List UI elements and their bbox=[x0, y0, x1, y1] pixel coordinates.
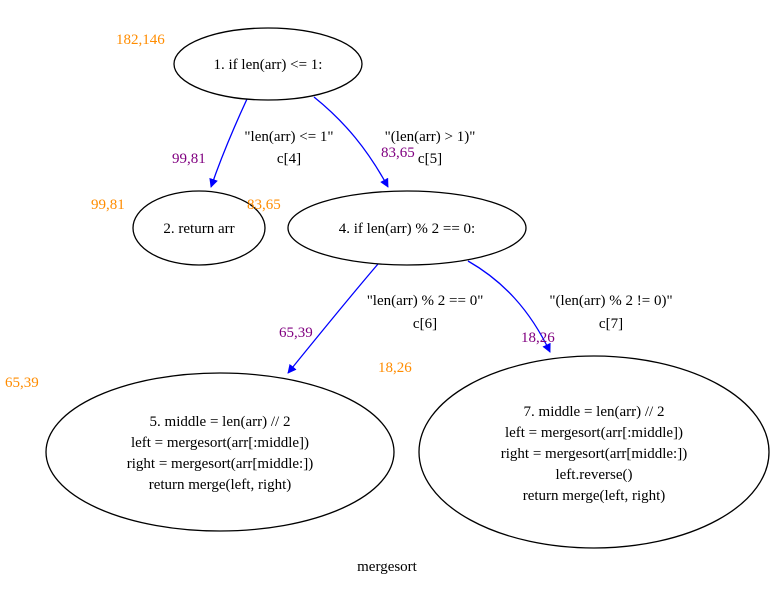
edge-condition: "len(arr) % 2 == 0" bbox=[367, 293, 484, 309]
node-line: 5. middle = len(arr) // 2 bbox=[150, 414, 291, 430]
node-ellipse bbox=[132, 190, 266, 266]
edge-count: 18,26 bbox=[521, 330, 555, 346]
node-count: 65,39 bbox=[5, 375, 39, 391]
edge-count: 99,81 bbox=[172, 151, 206, 167]
node-line: right = mergesort(arr[middle:]) bbox=[127, 456, 313, 472]
node-n5: 5. middle = len(arr) // 2 left = mergeso… bbox=[5, 372, 395, 532]
edge-n1-n4: "(len(arr) > 1)" c[5] 83,65 bbox=[313, 96, 476, 188]
node-line: left.reverse() bbox=[555, 467, 632, 483]
node-ellipse bbox=[173, 27, 363, 101]
node-line: left = mergesort(arr[:middle]) bbox=[505, 425, 683, 441]
edge-condition: "(len(arr) % 2 != 0)" bbox=[549, 293, 672, 309]
edge-case: c[6] bbox=[413, 316, 437, 332]
node-ellipse bbox=[287, 190, 527, 266]
edge-case: c[7] bbox=[599, 316, 623, 332]
graph-title: mergesort bbox=[357, 559, 418, 575]
node-line: 2. return arr bbox=[163, 221, 234, 237]
node-n4: 4. if len(arr) % 2 == 0: 83,65 bbox=[247, 190, 527, 266]
edge-n1-n2: "len(arr) <= 1" c[4] 99,81 bbox=[172, 98, 334, 188]
node-count: 99,81 bbox=[91, 197, 125, 213]
node-count: 182,146 bbox=[116, 32, 165, 48]
edge-case: c[4] bbox=[277, 151, 301, 167]
node-ellipse bbox=[45, 372, 395, 532]
edge-condition: "len(arr) <= 1" bbox=[244, 129, 333, 145]
node-line: right = mergesort(arr[middle:]) bbox=[501, 446, 687, 462]
edge-line bbox=[209, 98, 248, 188]
edge-n4-n7: "(len(arr) % 2 != 0)" c[7] 18,26 bbox=[467, 260, 673, 353]
node-line: return merge(left, right) bbox=[523, 488, 666, 504]
node-count: 83,65 bbox=[247, 197, 281, 213]
node-n1: 1. if len(arr) <= 1: 182,146 bbox=[116, 27, 363, 101]
edge-n4-n5: "len(arr) % 2 == 0" c[6] 65,39 bbox=[279, 263, 484, 374]
node-n7: 7. middle = len(arr) // 2 left = mergeso… bbox=[378, 355, 770, 549]
edge-line bbox=[467, 260, 551, 353]
edge-case: c[5] bbox=[418, 151, 442, 167]
node-count: 18,26 bbox=[378, 360, 412, 376]
edge-count: 83,65 bbox=[381, 145, 415, 161]
node-line: return merge(left, right) bbox=[149, 477, 292, 493]
node-ellipse bbox=[418, 355, 770, 549]
edge-condition: "(len(arr) > 1)" bbox=[385, 129, 476, 145]
node-line: left = mergesort(arr[:middle]) bbox=[131, 435, 309, 451]
edge-count: 65,39 bbox=[279, 325, 313, 341]
node-line: 7. middle = len(arr) // 2 bbox=[524, 404, 665, 420]
node-n2: 2. return arr 99,81 bbox=[91, 190, 266, 266]
node-line: 4. if len(arr) % 2 == 0: bbox=[339, 221, 475, 237]
edge-line bbox=[287, 263, 379, 374]
node-line: 1. if len(arr) <= 1: bbox=[214, 57, 323, 73]
edge-line bbox=[313, 96, 389, 188]
